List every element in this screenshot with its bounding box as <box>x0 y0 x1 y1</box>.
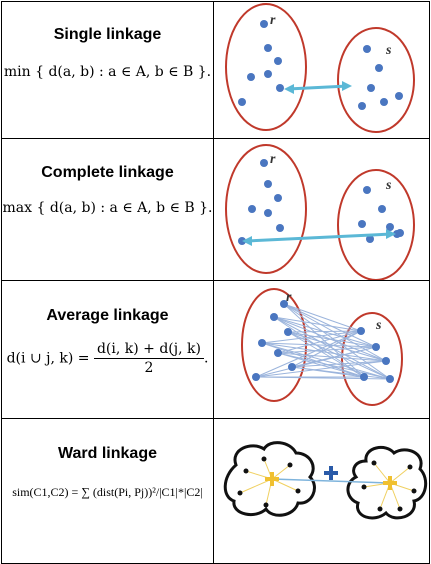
centroid-c1-plus <box>265 472 279 486</box>
complete-linkage-cell: Complete linkage max { d(a, b) : a ∈ A, … <box>1 138 214 281</box>
data-point <box>377 506 383 512</box>
data-point <box>264 70 272 78</box>
single-linkage-formula: min { d(a, b) : a ∈ A, b ∈ B }. <box>3 64 212 80</box>
cluster-r-label: r <box>270 152 276 167</box>
data-point <box>287 462 293 468</box>
data-point <box>248 205 256 213</box>
data-point <box>280 300 288 308</box>
data-point <box>396 229 404 237</box>
formula-end: . <box>203 350 209 367</box>
data-point <box>274 349 282 357</box>
data-point <box>284 328 292 336</box>
average-linkage-cell: Average linkage d(i ∪ j, k) = d(i, k) + … <box>1 280 214 419</box>
data-point <box>263 502 269 508</box>
merged-centroid-plus <box>324 466 338 480</box>
data-point <box>375 64 383 72</box>
single-linkage-diagram: r s <box>225 3 415 133</box>
average-linkage-formula: d(i ∪ j, k) = d(i, k) + d(j, k)2. <box>3 341 213 376</box>
closest-distance-arrow <box>287 84 349 91</box>
data-point <box>276 84 284 92</box>
cluster-c1-blob <box>223 441 316 517</box>
average-linkage-diagram-cell: r s <box>213 280 430 419</box>
data-point <box>371 460 377 466</box>
ward-linkage-cell: Ward linkage sim(C1,C2) = ∑ (dist(Pi, Pj… <box>1 418 214 564</box>
data-point <box>367 84 375 92</box>
cluster-r-label: r <box>270 13 276 28</box>
formula-lhs: d(i ∪ j, k) = <box>6 350 90 367</box>
data-point <box>357 327 365 335</box>
single-linkage-diagram-cell: r s <box>213 1 430 139</box>
complete-linkage-formula: max { d(a, b) : a ∈ A, b ∈ B }. <box>2 200 213 216</box>
data-point <box>288 363 296 371</box>
data-point <box>274 57 282 65</box>
cluster-s-label: s <box>385 178 392 193</box>
data-point <box>366 235 374 243</box>
complete-linkage-title: Complete linkage <box>41 164 174 181</box>
complete-linkage-diagram-cell: r s <box>213 138 430 281</box>
centroid-link <box>271 478 391 484</box>
data-point <box>264 209 272 217</box>
average-linkage-title: Average linkage <box>46 307 169 324</box>
data-point <box>407 464 413 470</box>
data-point <box>258 339 266 347</box>
data-point <box>395 92 403 100</box>
data-point <box>247 73 255 81</box>
data-point <box>264 180 272 188</box>
formula-fraction: d(i, k) + d(j, k)2 <box>93 341 204 376</box>
data-point <box>261 456 267 462</box>
data-point <box>361 484 367 490</box>
cluster-c2-blob <box>346 445 428 520</box>
arrow-head-left <box>242 236 252 246</box>
data-point <box>276 224 284 232</box>
data-point <box>386 375 394 383</box>
data-point <box>380 98 388 106</box>
data-point <box>295 488 301 494</box>
single-linkage-cell: Single linkage min { d(a, b) : a ∈ A, b … <box>1 1 214 139</box>
data-point <box>238 98 246 106</box>
formula-numerator: d(i, k) + d(j, k) <box>93 341 204 359</box>
data-point <box>382 357 390 365</box>
complete-linkage-diagram: r s <box>225 144 415 280</box>
data-point <box>358 102 366 110</box>
ward-linkage-formula: sim(C1,C2) = ∑ (dist(Pi, Pj))²/|C1|*|C2| <box>12 485 203 499</box>
data-point <box>378 205 386 213</box>
data-point <box>274 194 282 202</box>
data-point <box>260 20 268 28</box>
data-point <box>363 186 371 194</box>
cluster-s-ellipse <box>341 312 403 406</box>
pairwise-links <box>255 303 391 380</box>
centroid-c2-plus <box>383 476 397 490</box>
cluster-r-ellipse <box>225 144 307 274</box>
data-point <box>243 468 249 474</box>
ward-linkage-title: Ward linkage <box>58 445 157 462</box>
cluster-s-label: s <box>385 43 392 58</box>
data-point <box>260 159 268 167</box>
ward-linkage-diagram-cell <box>213 418 430 564</box>
data-point <box>397 506 403 512</box>
ward-linkage-diagram <box>223 441 428 520</box>
data-point <box>252 373 260 381</box>
single-linkage-title: Single linkage <box>53 26 162 43</box>
data-point <box>237 490 243 496</box>
cluster-s-label: s <box>375 318 382 333</box>
cluster-s-ellipse <box>337 27 415 133</box>
average-linkage-diagram: r s <box>241 288 403 406</box>
data-point <box>386 223 394 231</box>
data-point <box>363 45 371 53</box>
arrow-head-left <box>284 84 294 94</box>
data-point <box>264 44 272 52</box>
data-point <box>411 488 417 494</box>
formula-denominator: 2 <box>144 360 154 376</box>
arrow-head-right <box>386 229 396 239</box>
cluster-r-label: r <box>286 290 292 305</box>
cluster-s-ellipse <box>337 169 415 280</box>
arrow-head-right <box>342 81 352 91</box>
cluster-r-ellipse <box>225 3 307 131</box>
data-point <box>360 373 368 381</box>
data-point <box>372 343 380 351</box>
farthest-distance-arrow <box>245 232 393 243</box>
data-point <box>270 313 278 321</box>
data-point <box>358 220 366 228</box>
